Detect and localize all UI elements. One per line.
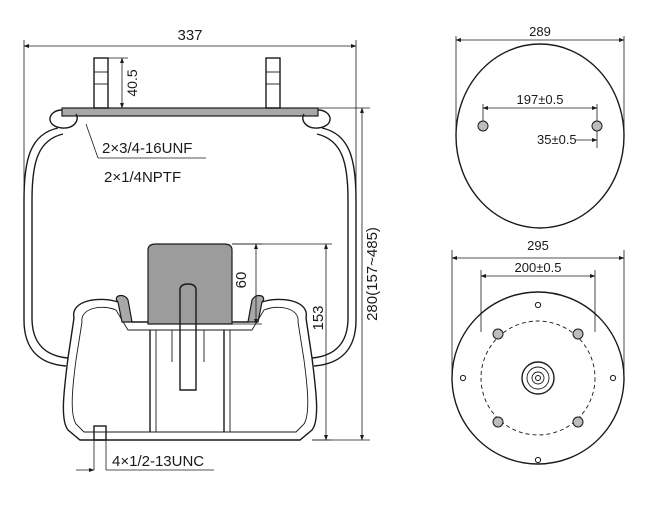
top-stud-spacing-label: 197±0.5 [517,92,564,107]
top-stud-hole-left [477,120,489,132]
air-port [521,361,555,395]
top-plate-diameter-label: 289 [529,24,551,39]
bottom-bolt-circle-label: 200±0.5 [515,260,562,275]
top-stud-hole-right [591,120,603,132]
bolt-circle [480,320,596,436]
bolt-hole-bottom-right [572,416,584,428]
bottom-plate-view: 295 200±0.5 [451,238,625,465]
air-fitting-label: 2×1/4NPTF [104,169,181,186]
bolt-hole-bottom-left [492,416,504,428]
locator-hole [459,374,467,382]
bolt-hole-top-left [492,328,504,340]
bottom-bolt [93,425,107,470]
bottom-thread-callout: 4×1/2-13UNC [76,453,214,472]
top-bead-plate [49,107,331,129]
dim-piston-total: 153 [232,243,332,441]
bead-thread-label: 2×3/4-16UNF [102,140,192,157]
bumper-block [147,243,233,391]
dim-stud-height: 40.5 [108,57,140,109]
overall-width-label: 337 [177,27,202,44]
piston-total-label: 153 [310,305,327,330]
locator-hole [534,301,542,309]
bottom-plate-diameter-label: 295 [527,238,549,253]
bolt-hole-top-right [572,328,584,340]
locator-hole [609,374,617,382]
bottom-thread-label: 4×1/2-13UNC [112,453,204,470]
top-plate-view: 289 197±0.5 35±0.5 [455,24,625,229]
top-offset-label: 35±0.5 [537,132,577,147]
stud-height-label: 40.5 [124,69,140,96]
side-view: 337 40.5 2×3/4-16UNF 2×1/4NPTF 60 [23,27,381,472]
locator-hole [534,456,542,464]
piston [62,294,318,441]
dim-overall-width: 337 [23,27,357,200]
overall-height-label: 280(157~485) [364,227,381,321]
dim-overall-height: 280(157~485) [312,107,381,441]
piston-height-label: 60 [233,272,250,289]
thread-callouts: 2×3/4-16UNF 2×1/4NPTF [85,123,206,186]
top-studs [93,57,281,109]
